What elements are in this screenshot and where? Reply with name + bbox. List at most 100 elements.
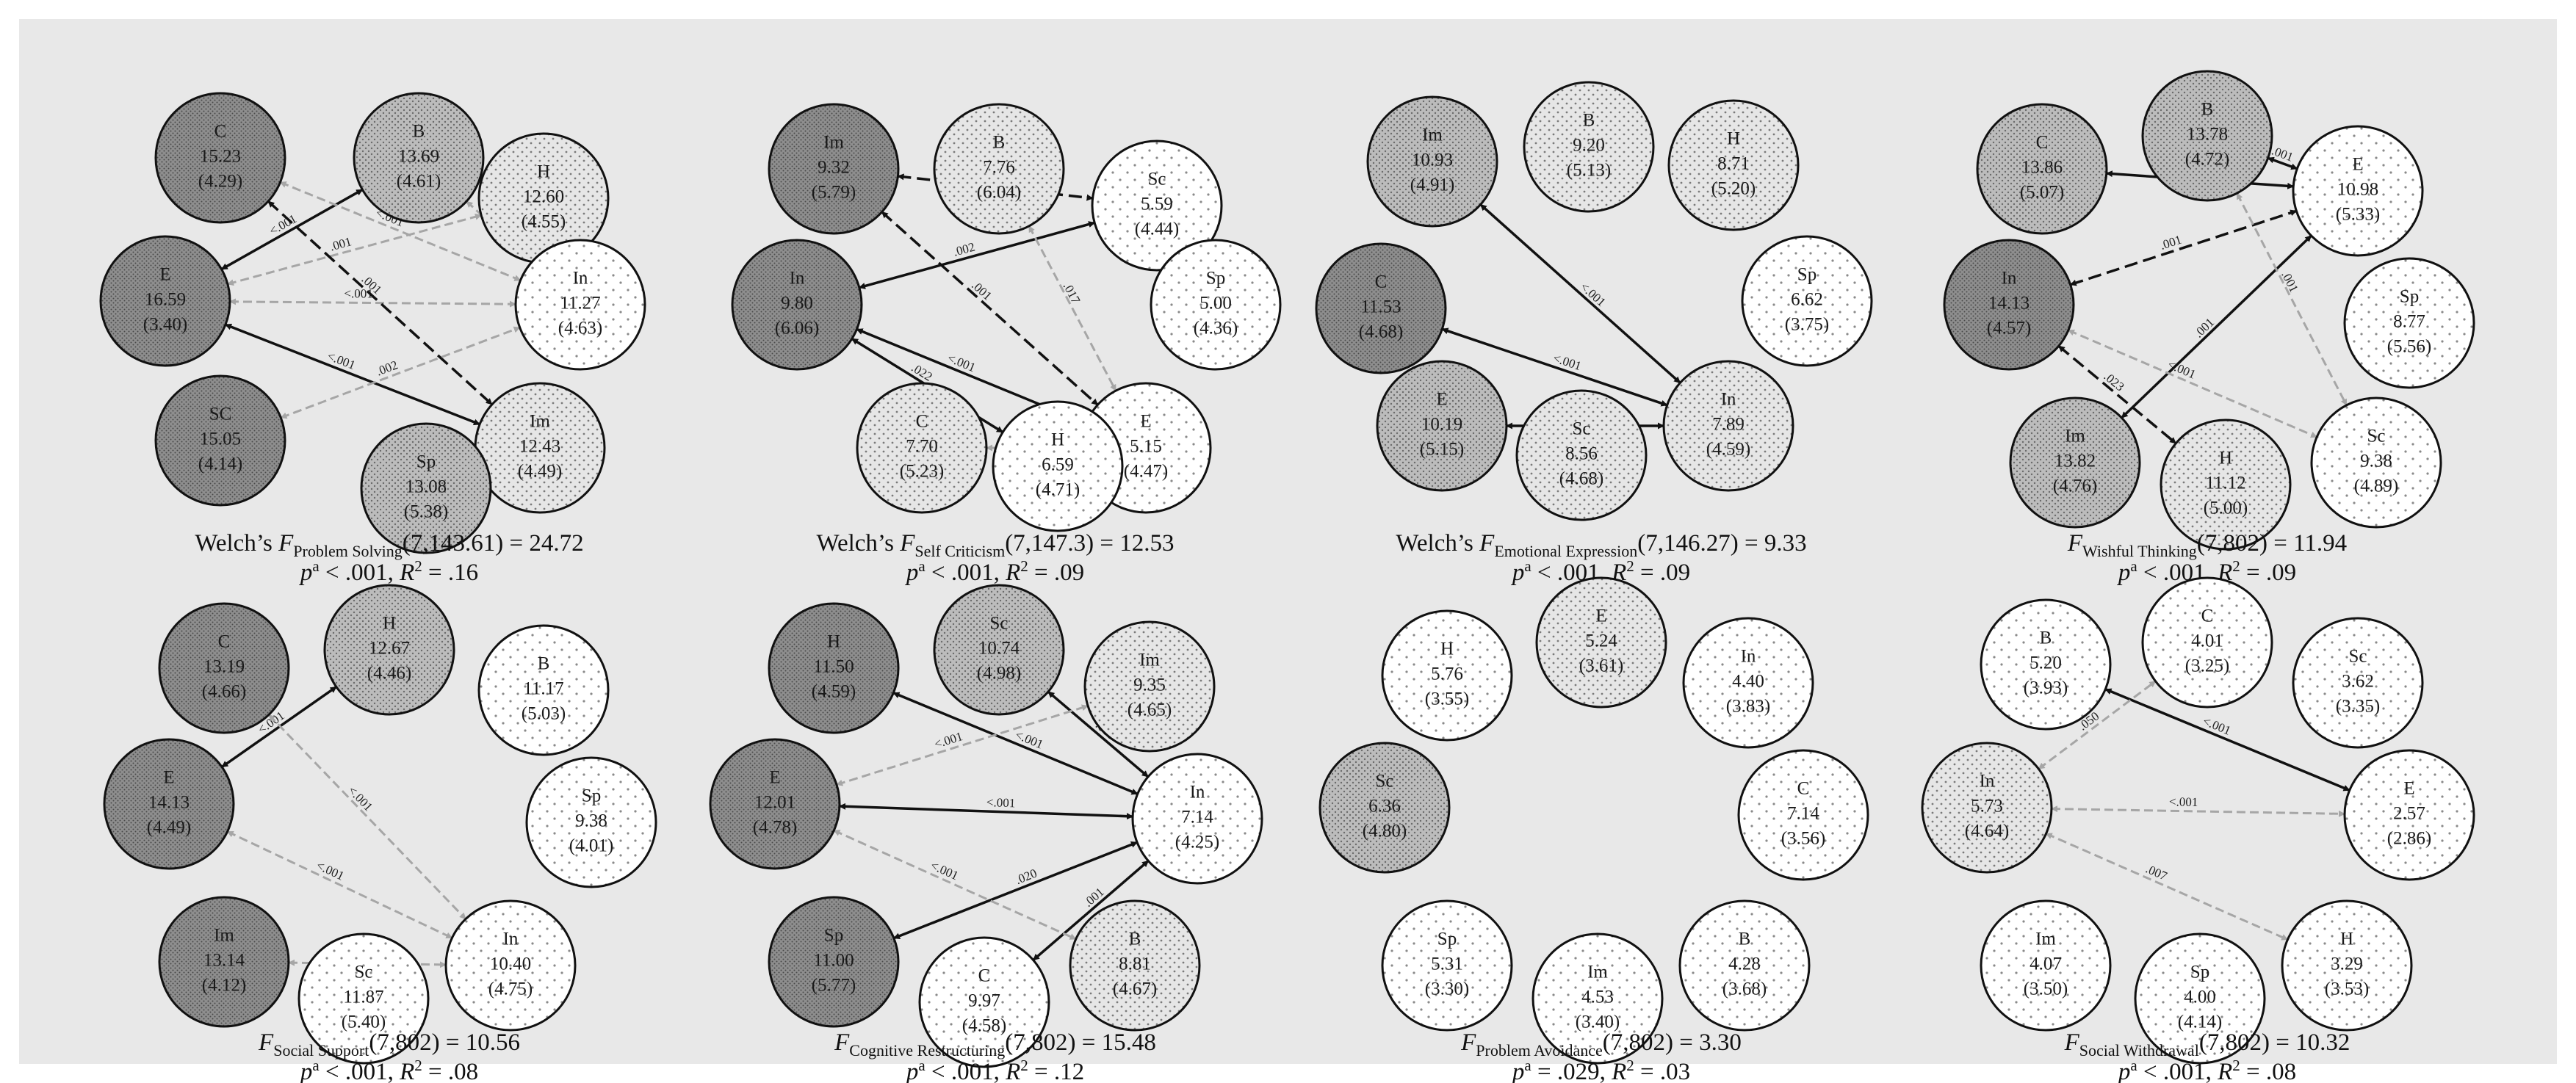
- node-circle: [103, 738, 235, 870]
- f-statistic: FWishful Thinking(7,802) = 11.94: [2067, 530, 2347, 560]
- node-Sc: Sc8.56(4.68): [1515, 389, 1648, 521]
- node-mean: 4.01: [2191, 631, 2223, 651]
- node-E: E16.59(3.40): [99, 235, 231, 367]
- panel-7: E5.24(3.61)In4.40(3.83)C7.14(3.56)B4.28(…: [1318, 576, 1869, 1083]
- f-statistic: FProblem Avoidance(7,802) = 3.30: [1460, 1029, 1742, 1060]
- node-B: B13.69(4.61): [353, 92, 485, 224]
- node-sd: (5.38): [404, 502, 448, 522]
- node-circle: [992, 400, 1124, 532]
- node-label: H: [1440, 640, 1454, 659]
- node-circle: [1515, 389, 1648, 521]
- node-H: H12.67(4.46): [323, 584, 455, 716]
- node-Sp: Sp5.00(4.36): [1150, 239, 1282, 371]
- node-label: B: [1583, 111, 1595, 131]
- node-circle: [1678, 899, 1811, 1032]
- node-label: Im: [1139, 651, 1160, 670]
- node-sd: (4.46): [367, 664, 411, 684]
- node-mean: 10.93: [1412, 151, 1453, 170]
- node-H: H8.71(5.20): [1667, 99, 1800, 231]
- panel-caption: Welch’s FProblem Solving(7,143.61) = 24.…: [195, 530, 583, 586]
- node-label: C: [916, 412, 928, 432]
- node-circle: [1381, 899, 1513, 1032]
- node-label: E: [769, 768, 780, 788]
- p-and-r2: pa < .001, R2 = .09: [905, 557, 1084, 586]
- node-E: E10.98(5.33): [2292, 125, 2424, 257]
- node-sd: (3.55): [1425, 689, 1469, 709]
- node-sd: (4.66): [202, 682, 246, 702]
- node-circle: [360, 422, 492, 554]
- node-circle: [1531, 932, 1664, 1065]
- arrow-E-In: [226, 830, 453, 939]
- node-sd: (3.83): [1726, 697, 1770, 717]
- node-label: Sc: [1376, 772, 1394, 792]
- node-circle: [99, 235, 231, 367]
- node-mean: 11.12: [2205, 474, 2245, 493]
- node-B: B4.28(3.68): [1678, 899, 1811, 1032]
- node-sd: (4.80): [1363, 822, 1407, 841]
- node-E: E2.57(2.86): [2343, 749, 2475, 881]
- node-sd: (5.40): [342, 1013, 386, 1032]
- node-Sp: Sp8.77(5.56): [2343, 257, 2475, 389]
- node-Sc: Sc3.62(3.35): [2292, 617, 2424, 749]
- node-In: In4.40(3.83): [1682, 617, 1814, 749]
- node-Im: Im9.32(5.79): [768, 103, 900, 235]
- node-label: In: [1741, 647, 1756, 667]
- node-circle: [933, 103, 1065, 235]
- panel-caption: Welch’s FEmotional Expression(7,146.27) …: [1396, 530, 1806, 586]
- node-circle: [1318, 742, 1451, 874]
- node-In: In5.73(4.64): [1921, 742, 2053, 874]
- node-mean: 6.62: [1791, 290, 1823, 310]
- node-circle: [1921, 742, 2053, 874]
- arrow-p-label: <.001: [2169, 794, 2198, 809]
- node-mean: 5.15: [1130, 437, 1162, 457]
- node-label: Im: [1422, 126, 1443, 145]
- node-label: H: [1727, 129, 1740, 149]
- node-mean: 15.05: [200, 430, 241, 449]
- node-sd: (4.71): [1036, 480, 1080, 500]
- node-E: E10.19(5.15): [1376, 360, 1508, 492]
- node-circle: [1976, 103, 2108, 235]
- node-mean: 7.14: [1787, 804, 1819, 824]
- node-label: Im: [823, 133, 844, 153]
- node-circle: [1069, 899, 1201, 1032]
- p-and-r2: pa = .029, R2 = .03: [1511, 1057, 1690, 1083]
- node-label: B: [1739, 930, 1751, 949]
- panel-caption: FCognitive Restructuring(7,802) = 15.48p…: [834, 1029, 1156, 1083]
- node-label: In: [573, 269, 588, 289]
- node-label: B: [2201, 100, 2214, 120]
- node-circle: [323, 584, 455, 716]
- node-sd: (4.12): [202, 976, 246, 996]
- node-circle: [525, 756, 657, 888]
- node-circle: [2292, 617, 2424, 749]
- node-label: Sc: [2349, 647, 2367, 667]
- node-label: In: [790, 269, 805, 289]
- node-circle: [2281, 899, 2413, 1032]
- node-circle: [731, 239, 863, 371]
- node-mean: 7.76: [983, 158, 1015, 178]
- node-B: B8.81(4.67): [1069, 899, 1201, 1032]
- node-mean: 9.32: [818, 158, 850, 178]
- node-mean: 9.38: [2360, 452, 2392, 471]
- node-label: E: [2352, 155, 2363, 175]
- node-Im: Im9.35(4.65): [1083, 620, 1216, 753]
- arrow-In-C: [1441, 327, 1668, 407]
- node-mean: 9.20: [1573, 136, 1605, 156]
- node-label: Sp: [1437, 930, 1457, 949]
- node-label: Sc: [1148, 170, 1166, 189]
- node-mean: 8.81: [1119, 955, 1151, 974]
- node-sd: (4.67): [1113, 979, 1157, 999]
- node-In: In9.80(6.06): [731, 239, 863, 371]
- node-sd: (3.35): [2336, 697, 2380, 717]
- node-label: E: [163, 768, 174, 788]
- node-H: H5.76(3.55): [1381, 609, 1513, 742]
- node-mean: 13.14: [203, 951, 245, 971]
- node-mean: 4.53: [1581, 988, 1614, 1007]
- node-mean: 8.71: [1717, 154, 1750, 174]
